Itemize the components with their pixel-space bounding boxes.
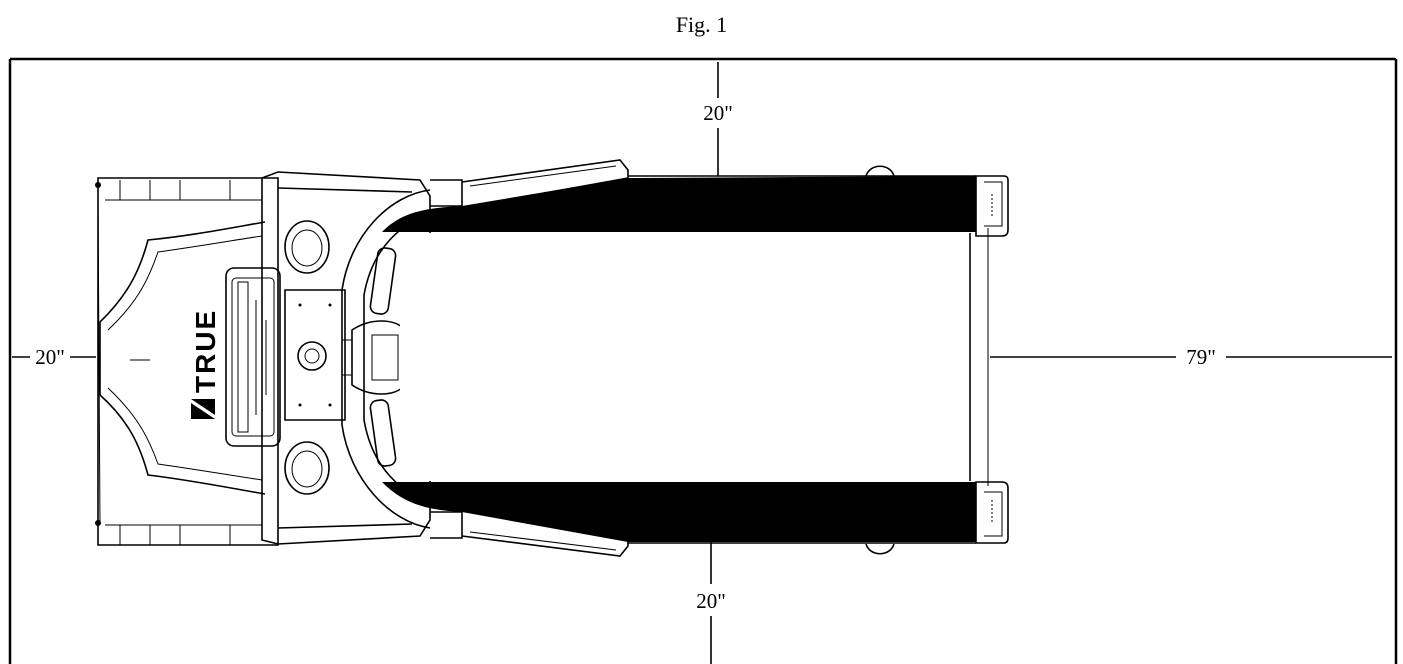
dimension-bottom: 20": [696, 542, 726, 664]
rear-end-cap-bottom: [975, 481, 1009, 544]
dimension-left: 20": [12, 345, 96, 369]
console-frame: [261, 171, 431, 545]
running-belt: [400, 228, 989, 486]
dimension-top-label: 20": [703, 101, 733, 125]
true-logo: TRUE: [190, 309, 221, 419]
deck-side-rails: [382, 175, 976, 544]
treadmill-top-view: TRUE: [95, 159, 1009, 557]
hood-bolt-icon: [95, 520, 101, 526]
dimension-right-label: 79": [1186, 345, 1216, 369]
cup-holder-icon: [284, 441, 330, 495]
dimension-left-label: 20": [35, 345, 65, 369]
dimension-top: 20": [703, 62, 733, 176]
motor-cover: [225, 267, 281, 447]
rear-end-cap-top: [975, 175, 1009, 237]
figure-title: Fig. 1: [675, 12, 728, 37]
dimension-bottom-label: 20": [696, 589, 726, 613]
true-logo-text: TRUE: [190, 309, 221, 393]
dimension-right: 79": [990, 345, 1392, 369]
motor-hood: TRUE: [95, 177, 279, 546]
hood-bolt-icon: [95, 182, 101, 188]
cup-holder-icon: [284, 220, 330, 274]
clearance-boundary: [8, 57, 1398, 664]
